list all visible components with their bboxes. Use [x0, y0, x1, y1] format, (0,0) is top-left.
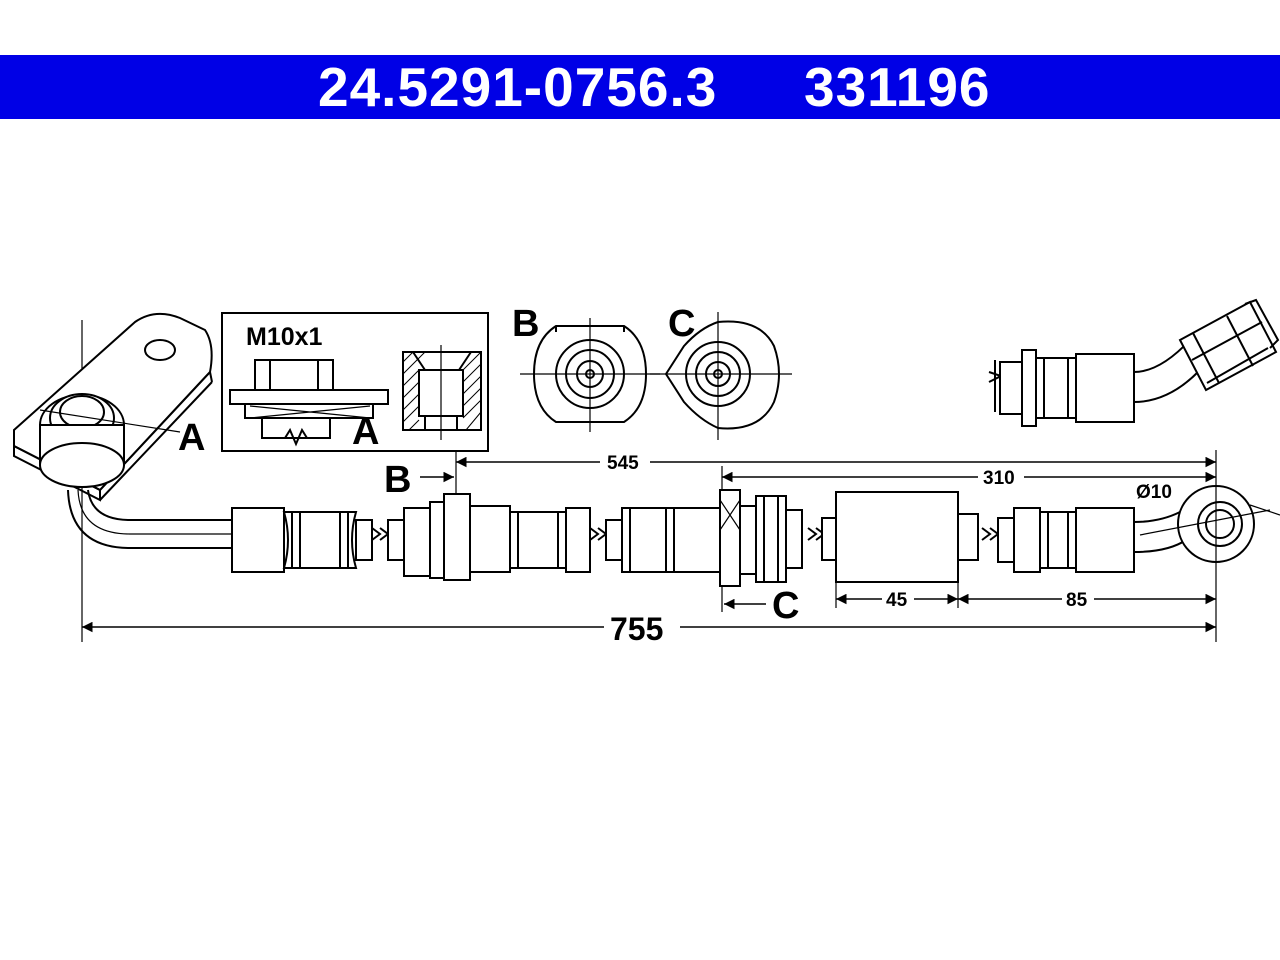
- reference-number: 331196: [804, 56, 991, 118]
- detail-b-view: B: [512, 303, 660, 432]
- dim-310-label: 310: [983, 468, 1015, 489]
- part-number: 24.5291-0756.3: [318, 56, 718, 118]
- dim-45-label: 45: [886, 590, 908, 611]
- hatched-section: [402, 345, 482, 440]
- hose-assembly: [231, 485, 1280, 587]
- detail-a-marker: A: [178, 417, 205, 459]
- marker-b-label: B: [384, 459, 411, 501]
- dim-545-label: 545: [607, 453, 639, 474]
- detail-c-view: C: [650, 303, 792, 440]
- marker-c-label: C: [772, 585, 799, 627]
- dimensions: 545 310 B Ø10 C 45 85 755: [82, 450, 1217, 647]
- header-bar: [0, 55, 1280, 119]
- eye-diameter-label: Ø10: [1136, 482, 1172, 503]
- dim-755-label: 755: [610, 611, 663, 647]
- dim-85-label: 85: [1066, 590, 1088, 611]
- detail-b-label: B: [512, 303, 539, 345]
- right-end-side-view: [988, 298, 1280, 427]
- detail-a-inset: M10x1 A: [221, 312, 489, 453]
- thread-label: M10x1: [246, 323, 323, 351]
- detail-a-inset-frame: [221, 312, 489, 452]
- protective-sleeve: [835, 491, 959, 583]
- detail-a-leader: [39, 409, 181, 433]
- detail-a-inset-marker: A: [352, 411, 379, 453]
- bracket-hole: [144, 339, 176, 361]
- bracket-end-fitting: A: [13, 312, 232, 642]
